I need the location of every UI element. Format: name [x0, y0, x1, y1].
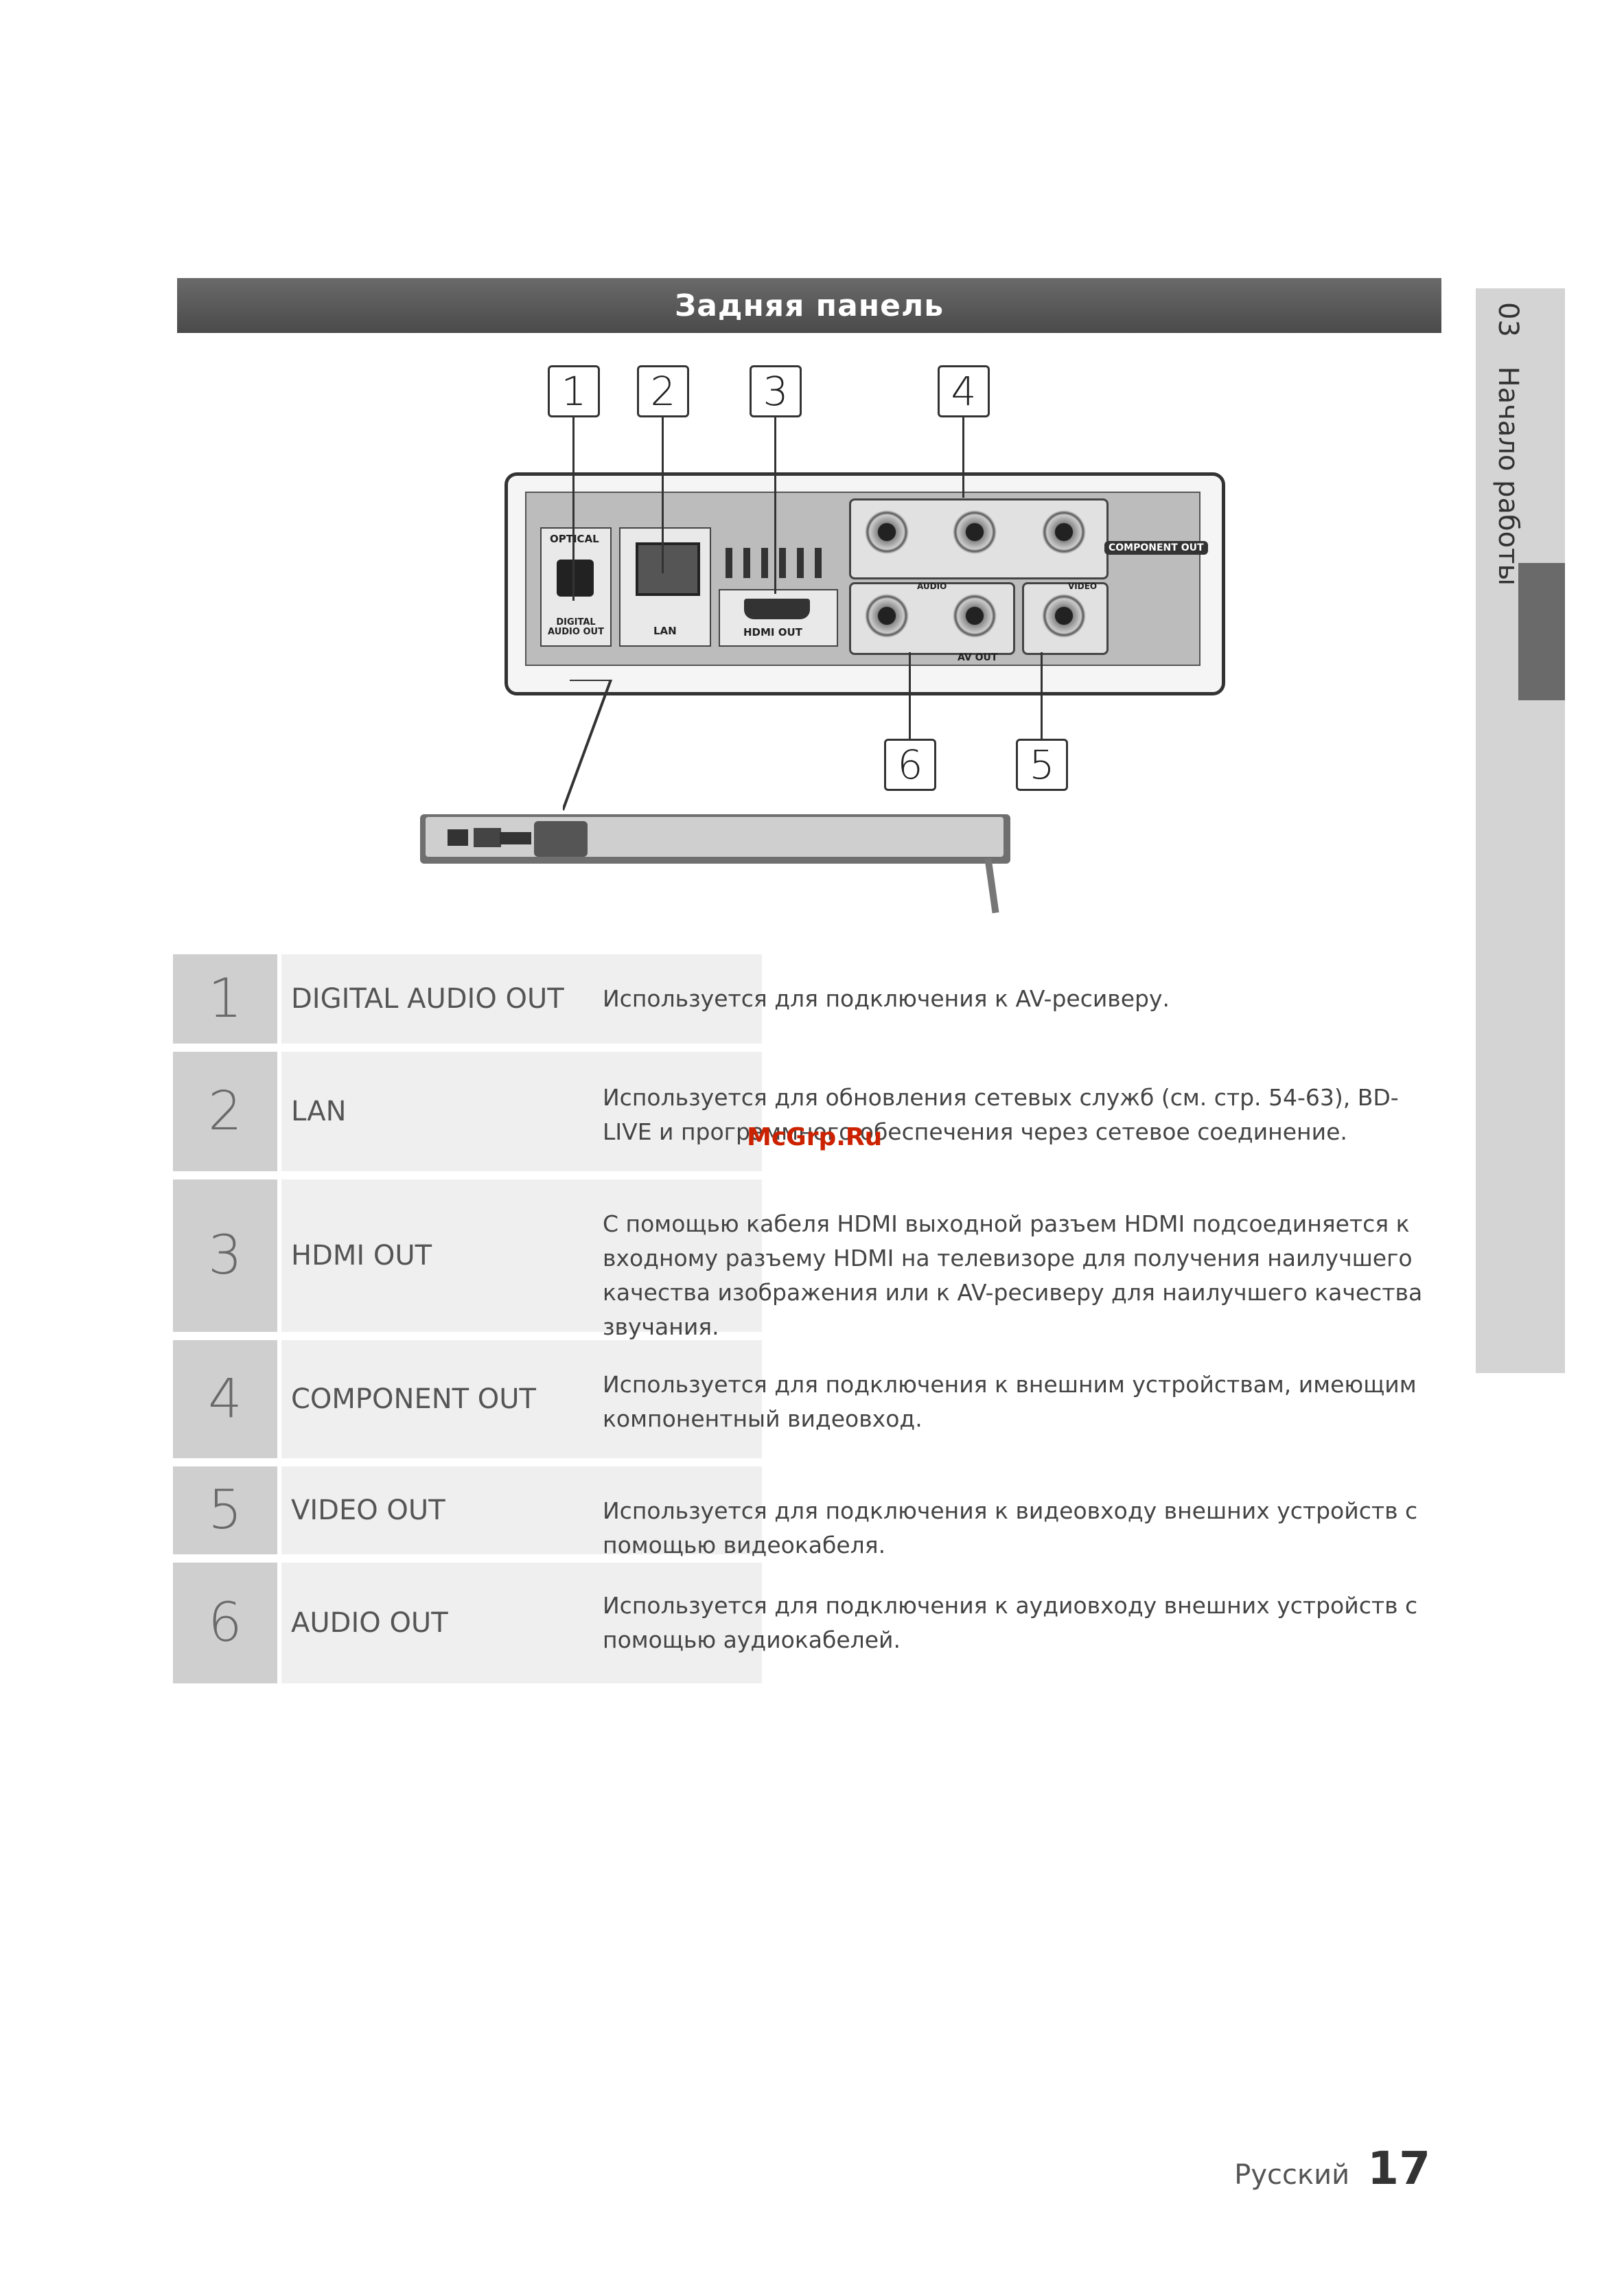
- row-name: HDMI OUT: [291, 1240, 432, 1271]
- row-number: 3: [173, 1179, 277, 1332]
- row-name-cell: VIDEO OUT: [281, 1466, 762, 1554]
- row-number: 2: [173, 1052, 277, 1171]
- callout-1: 1: [548, 365, 600, 417]
- leader-line-1: [572, 415, 575, 601]
- digital-audio-out-label: DIGITAL AUDIO OUT: [548, 617, 604, 637]
- row-name: VIDEO OUT: [291, 1495, 445, 1526]
- hdmi-port-box: HDMI OUT: [719, 589, 838, 647]
- row-name-cell: DIGITAL AUDIO OUT: [281, 954, 762, 1044]
- lan-port-box: LAN: [619, 527, 711, 647]
- hdmi-out-label: HDMI OUT: [743, 626, 802, 638]
- vent-slot: [743, 548, 750, 578]
- row-name: COMPONENT OUT: [291, 1383, 536, 1415]
- audio-out-box: AUDIO: [849, 581, 1015, 655]
- section-title: Задняя панель: [674, 288, 944, 323]
- row-description: Используется для подключения к видеовход…: [603, 1497, 1418, 1558]
- table-row: 4 COMPONENT OUT Используется для подключ…: [173, 1340, 1443, 1458]
- row-name-cell: COMPONENT OUT: [281, 1340, 762, 1458]
- row-description: Используется для обновления сетевых служ…: [603, 1084, 1399, 1145]
- page-footer: Русский 17: [1234, 2142, 1430, 2195]
- optical-port: [557, 560, 594, 597]
- callout-2: 2: [637, 365, 689, 417]
- row-description: Используется для подключения к аудиовход…: [603, 1592, 1418, 1653]
- mini-rca-group: [534, 821, 588, 857]
- row-number: 5: [173, 1466, 277, 1554]
- leader-line-4: [962, 415, 964, 498]
- mini-optical-port: [448, 829, 468, 846]
- chapter-side-label: 03 Начало работы: [1492, 302, 1524, 586]
- row-number: 4: [173, 1340, 277, 1458]
- video-label: VIDEO: [1068, 581, 1098, 591]
- vent-slot: [726, 548, 732, 578]
- lan-port: [636, 542, 700, 596]
- lan-label: LAN: [653, 625, 677, 637]
- table-row: 2 LAN Используется для обновления сетевы…: [173, 1052, 1443, 1171]
- callout-5: 5: [1016, 739, 1068, 791]
- table-row: 1 DIGITAL AUDIO OUT Используется для под…: [173, 954, 1443, 1044]
- optical-port-box: OPTICAL DIGITAL AUDIO OUT: [540, 527, 612, 647]
- power-cord: [984, 857, 999, 914]
- audio-label: AUDIO: [917, 581, 947, 591]
- vent-slot: [815, 548, 822, 578]
- component-out-label: COMPONENT OUT: [1104, 541, 1208, 555]
- row-name: AUDIO OUT: [291, 1607, 448, 1639]
- leader-line-5: [1041, 652, 1043, 739]
- callout-4: 4: [938, 365, 990, 417]
- row-name: LAN: [291, 1096, 347, 1127]
- chapter-side-tab: [1476, 288, 1565, 1373]
- vent-slot: [761, 548, 768, 578]
- chapter-number: 03: [1492, 302, 1524, 337]
- row-description: Используется для подключения к AV-ресиве…: [603, 985, 1170, 1012]
- row-number: 6: [173, 1563, 277, 1683]
- audio-jack-left: [865, 594, 909, 638]
- vent-slot: [779, 548, 786, 578]
- mini-hdmi-port: [500, 832, 531, 844]
- component-jack-pb: [953, 510, 997, 554]
- component-out-box: [849, 498, 1109, 579]
- row-name-cell: AUDIO OUT: [281, 1563, 762, 1683]
- leader-line-3: [774, 415, 776, 594]
- mini-lan-port: [474, 828, 501, 847]
- leader-line-6: [909, 652, 911, 739]
- watermark: McGrp.Ru: [747, 1123, 883, 1151]
- chapter-tab-marker: [1518, 563, 1565, 700]
- component-jack-y: [1042, 510, 1086, 554]
- row-name-cell: HDMI OUT: [281, 1179, 762, 1332]
- row-description: С помощью кабеля HDMI выходной разъем HD…: [603, 1210, 1423, 1340]
- zoom-pointer: [563, 680, 613, 811]
- av-out-label: AV OUT: [958, 652, 998, 663]
- table-row: 3 HDMI OUT С помощью кабеля HDMI выходно…: [173, 1179, 1443, 1340]
- chapter-title: Начало работы: [1492, 366, 1524, 586]
- video-jack: [1042, 594, 1086, 638]
- vent-slot: [797, 548, 804, 578]
- callout-6: 6: [884, 739, 936, 791]
- audio-jack-right: [953, 594, 997, 638]
- row-name: DIGITAL AUDIO OUT: [291, 983, 564, 1015]
- hdmi-port: [744, 599, 810, 619]
- section-title-bar: Задняя панель: [177, 278, 1441, 333]
- row-name-cell: LAN: [281, 1052, 762, 1171]
- row-number: 1: [173, 954, 277, 1044]
- row-description: Используется для подключения к внешним у…: [603, 1371, 1417, 1432]
- component-jack-pr: [865, 510, 909, 554]
- callout-3: 3: [750, 365, 802, 417]
- table-row: 6 AUDIO OUT Используется для подключения…: [173, 1563, 1443, 1683]
- leader-line-2: [662, 415, 664, 573]
- page-number: 17: [1367, 2142, 1430, 2195]
- rear-panel-illustration: OPTICAL DIGITAL AUDIO OUT LAN HDMI OUT C…: [525, 492, 1208, 666]
- footer-language: Русский: [1234, 2159, 1350, 2191]
- table-row: 5 VIDEO OUT Используется для подключения…: [173, 1466, 1443, 1558]
- video-out-box: VIDEO: [1022, 581, 1109, 655]
